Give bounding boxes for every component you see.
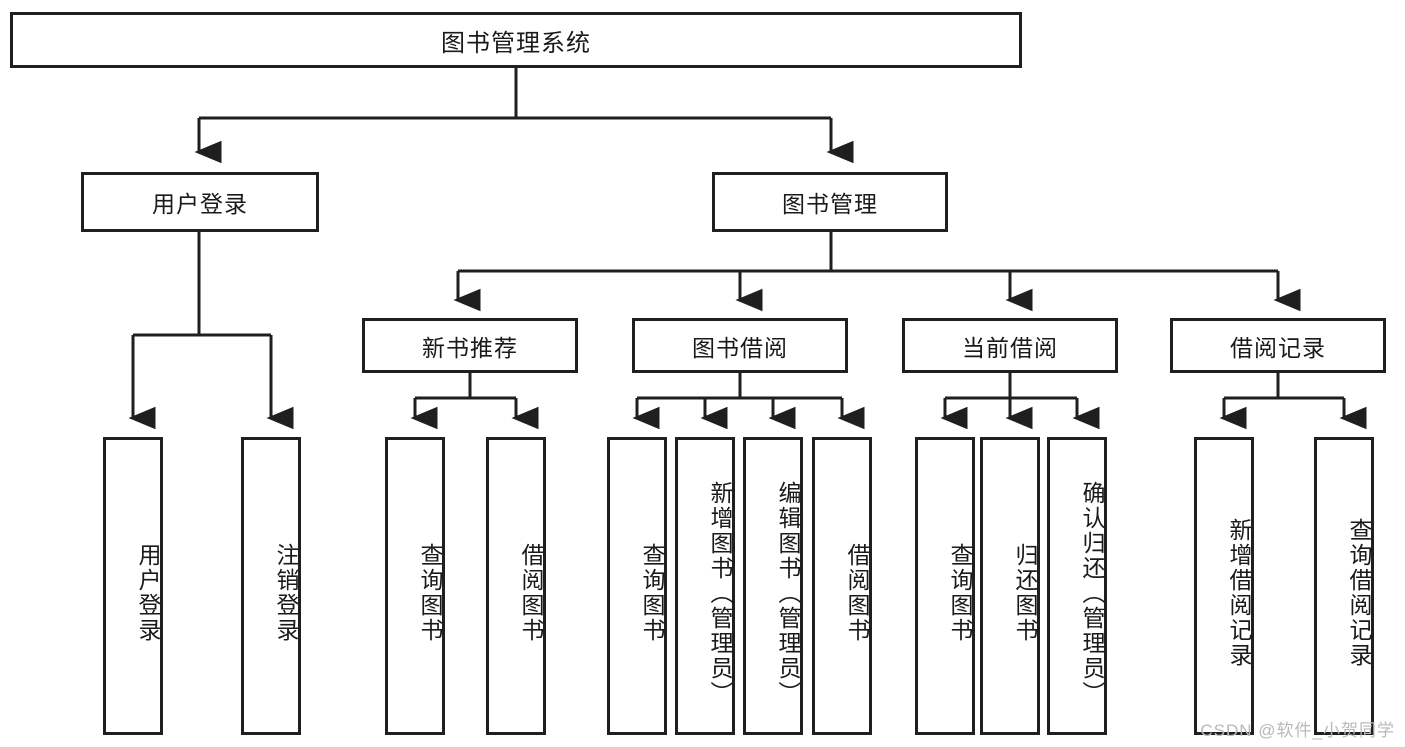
leaf-current-borrow-confirm-return-admin[interactable]: 确认归还（管理员） [1047,437,1107,735]
leaf-book-borrow-edit-book-admin[interactable]: 编辑图书（管理员） [743,437,803,735]
leaf-borrow-record-add-record[interactable]: 新增借阅记录 [1194,437,1254,735]
leaf-new-book-borrow-book[interactable]: 借阅图书 [486,437,546,735]
node-root-book-management-system[interactable]: 图书管理系统 [10,12,1022,68]
leaf-user-login-signin[interactable]: 用户登录 [103,437,163,735]
node-book-borrow[interactable]: 图书借阅 [632,318,848,373]
leaf-new-book-query-book[interactable]: 查询图书 [385,437,445,735]
leaf-book-borrow-query-book[interactable]: 查询图书 [607,437,667,735]
node-user-login[interactable]: 用户登录 [81,172,319,232]
leaf-book-borrow-borrow-book[interactable]: 借阅图书 [812,437,872,735]
leaf-current-borrow-query-book[interactable]: 查询图书 [915,437,975,735]
node-book-management[interactable]: 图书管理 [712,172,948,232]
csdn-watermark: CSDN @软件_小贺同学 [1200,721,1395,740]
leaf-current-borrow-return-book[interactable]: 归还图书 [980,437,1040,735]
leaf-book-borrow-add-book-admin[interactable]: 新增图书（管理员） [675,437,735,735]
leaf-borrow-record-query-record[interactable]: 查询借阅记录 [1314,437,1374,735]
node-current-borrow[interactable]: 当前借阅 [902,318,1118,373]
node-borrow-record[interactable]: 借阅记录 [1170,318,1386,373]
node-new-book-recommend[interactable]: 新书推荐 [362,318,578,373]
leaf-user-login-logout[interactable]: 注销登录 [241,437,301,735]
